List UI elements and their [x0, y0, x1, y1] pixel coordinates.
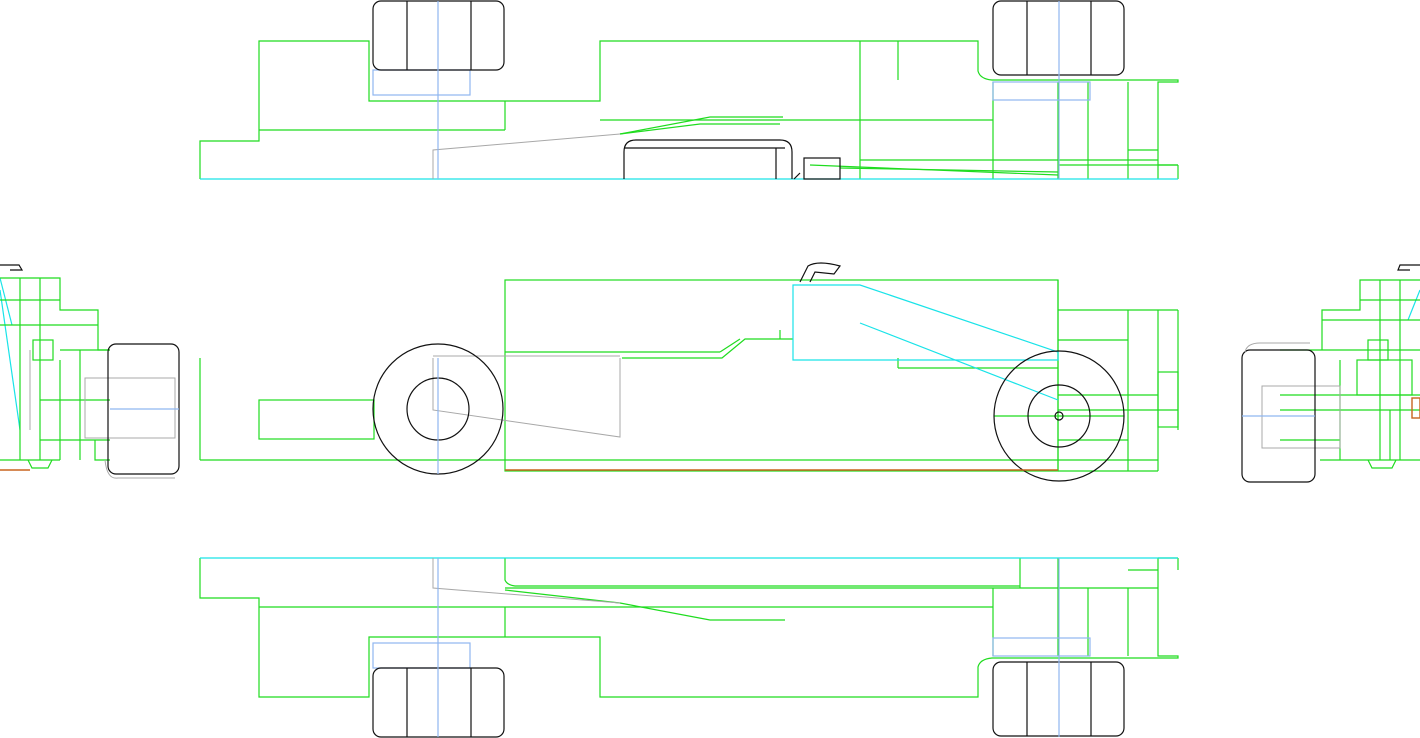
rear-view-tyre — [1241, 342, 1316, 483]
top-view-cockpit — [623, 139, 841, 180]
rear-view-body — [1280, 279, 1420, 469]
front-view-upright — [84, 377, 176, 439]
rear-view-light — [1411, 397, 1420, 419]
rear-view — [1241, 264, 1420, 483]
side-view-roll-hoop — [799, 262, 842, 283]
side-view-front-wheel — [372, 343, 504, 475]
side-view — [199, 262, 1179, 482]
rear-view-upright — [1261, 385, 1341, 449]
bottom-view-body — [199, 557, 1179, 698]
bottom-view — [199, 557, 1179, 738]
front-view-front-wing — [0, 264, 24, 431]
top-view-body — [199, 40, 1179, 179]
side-view-rear-wheel — [993, 350, 1125, 482]
rear-view-rear-wing — [1397, 264, 1420, 321]
side-view-engine-cover — [792, 284, 1059, 401]
top-view — [199, 0, 1179, 180]
bottom-view-secondary-lines — [372, 558, 1091, 669]
side-view-secondary-lines — [432, 355, 621, 438]
front-view-tyre — [104, 343, 180, 479]
side-view-body — [199, 279, 1179, 472]
front-view-body — [0, 277, 110, 469]
front-view — [0, 264, 180, 479]
